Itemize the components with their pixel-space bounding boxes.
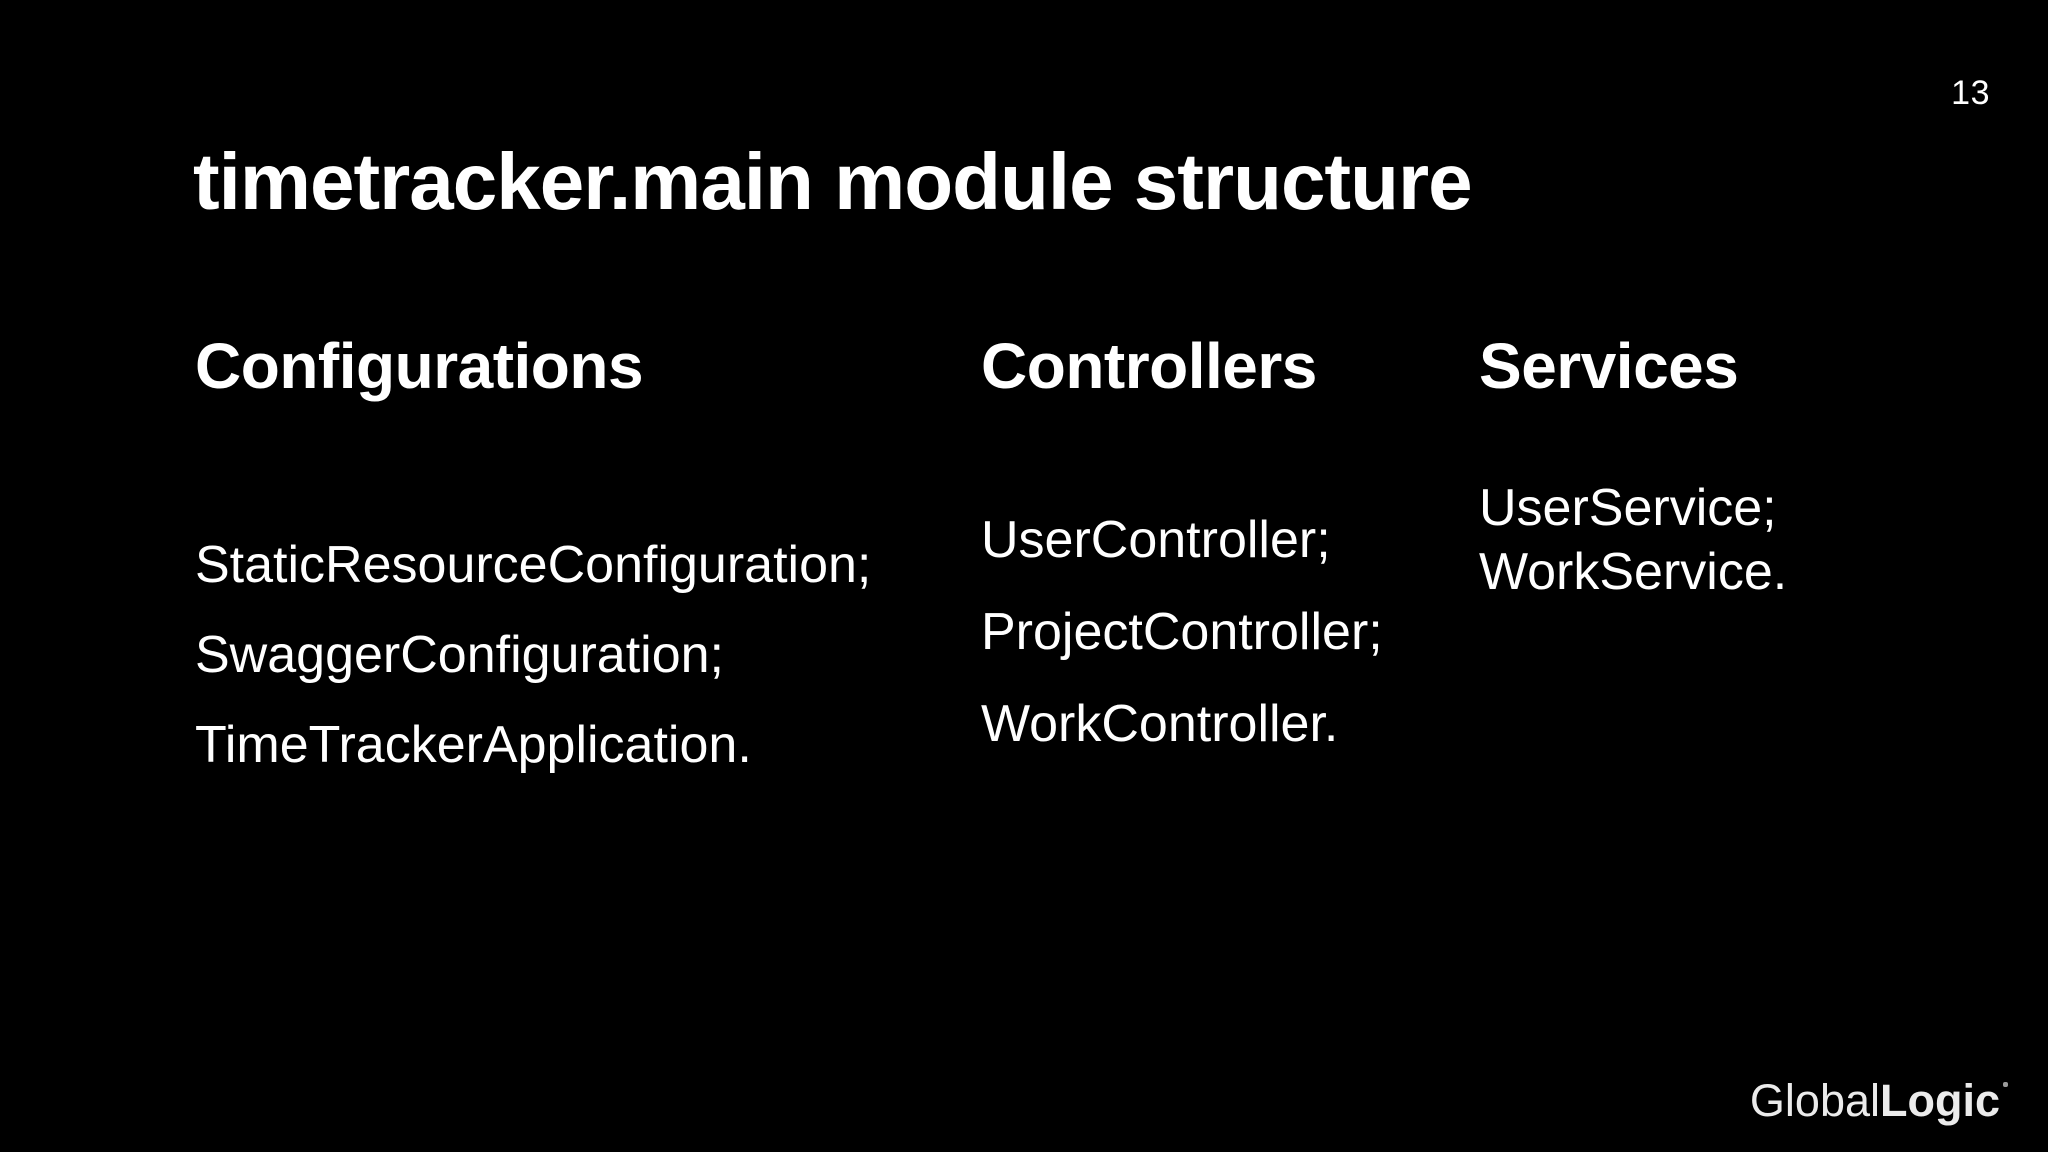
column-heading-services: Services — [1479, 330, 1739, 402]
services-list: UserService; WorkService. — [1479, 477, 1999, 604]
list-item: TimeTrackerApplication. — [195, 716, 752, 775]
slide-title: timetracker.main module structure — [193, 137, 1473, 226]
list-item: ProjectController; — [981, 602, 1383, 661]
list-item: WorkController. — [981, 695, 1339, 754]
logo-text-global: Global — [1749, 1075, 1880, 1126]
column-configurations: Configurations StaticResourceConfigurati… — [195, 330, 955, 805]
column-heading-controllers: Controllers — [981, 330, 1317, 402]
globallogic-logo: GlobalLogic — [1750, 1076, 2008, 1126]
list-item: UserService; — [1479, 478, 1777, 537]
logo-text-logic: Logic — [1880, 1075, 2000, 1126]
list-item: StaticResourceConfiguration; — [195, 535, 872, 594]
configurations-list: StaticResourceConfiguration; SwaggerConf… — [195, 534, 955, 777]
list-item: UserController; — [981, 510, 1331, 569]
page-number: 13 — [1951, 74, 1990, 112]
trademark-dot-icon — [2003, 1082, 2008, 1087]
list-item: SwaggerConfiguration; — [195, 625, 724, 684]
column-heading-configurations: Configurations — [195, 330, 644, 402]
column-services: Services UserService; WorkService. — [1479, 330, 1999, 605]
list-item: WorkService. — [1479, 542, 1788, 601]
controllers-list: UserController; ProjectController; WorkC… — [981, 509, 1451, 756]
column-controllers: Controllers UserController; ProjectContr… — [981, 330, 1451, 786]
